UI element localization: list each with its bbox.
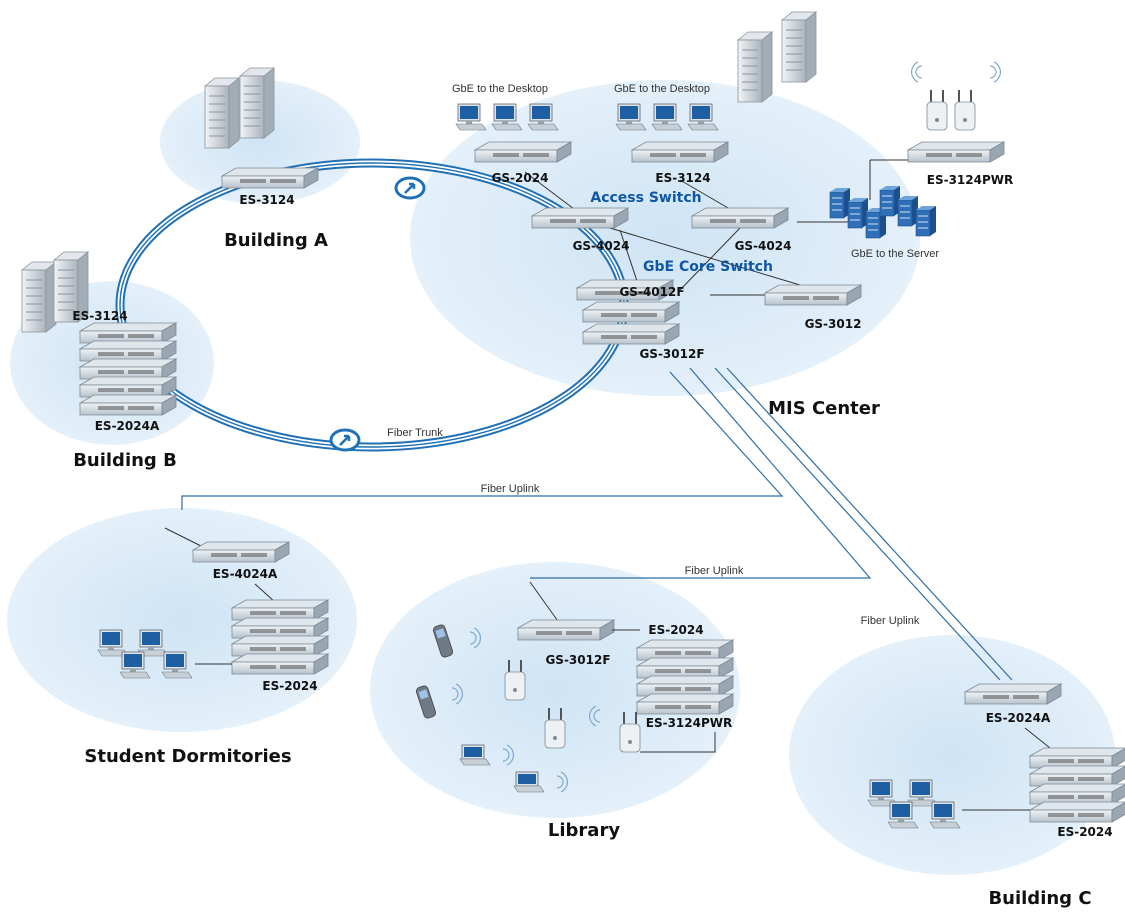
desktop-pc-icon (455, 103, 487, 131)
zone-label-library: Library (548, 820, 620, 841)
switch-icon (1029, 801, 1125, 823)
switch-icon (636, 675, 734, 697)
server-tower-icon (781, 11, 817, 83)
device-label-es3124-a: ES-3124 (239, 193, 294, 207)
device-label-es2024a-c: ES-2024A (986, 711, 1051, 725)
annotation-fiber-trunk: Fiber Trunk (387, 427, 443, 439)
device-label-gs2024: GS-2024 (492, 171, 549, 185)
switch-icon (631, 141, 729, 163)
switch-icon (474, 141, 572, 163)
switch-icon (1029, 765, 1125, 787)
access-point-icon (910, 61, 1002, 131)
switch-icon (231, 635, 329, 657)
switch-icon (1029, 783, 1125, 805)
switch-icon (764, 284, 862, 306)
fiber-uplink-lines (181, 367, 1013, 681)
device-label-gs3012f-mis: GS-3012F (639, 347, 704, 361)
switch-icon (1029, 747, 1125, 769)
switch-icon (231, 653, 329, 675)
switch-icon (79, 340, 177, 362)
device-label-es2024-dorm: ES-2024 (262, 679, 317, 693)
switch-icon (517, 619, 615, 641)
device-label-es2024-lib: ES-2024 (648, 623, 703, 637)
zone-label-building-a: Building A (224, 230, 328, 251)
device-label-gs4012f: GS-4012F (619, 285, 684, 299)
device-label-gs4024-right: GS-4024 (735, 239, 792, 253)
switch-icon (79, 394, 177, 416)
server-tower-icon (21, 261, 57, 333)
annotation-gbe-core-switch: GbE Core Switch (643, 259, 773, 275)
annotation-fiber-uplink-3: Fiber Uplink (861, 615, 920, 627)
switch-icon (231, 617, 329, 639)
switch-icon (221, 167, 319, 189)
device-label-es3124-b: ES-3124 (72, 309, 127, 323)
switch-icon (79, 376, 177, 398)
device-label-es2024-c: ES-2024 (1057, 825, 1112, 839)
server-tower-icon (239, 67, 275, 139)
device-label-es3124pwr-lib: ES-3124PWR (646, 716, 733, 730)
switch-icon (636, 657, 734, 679)
zone-label-building-b: Building B (73, 450, 177, 471)
device-label-gs4024-left: GS-4024 (573, 239, 630, 253)
annotation-gbe-desktop-1: GbE to the Desktop (452, 83, 548, 95)
zone-label-student-dormitories: Student Dormitories (84, 746, 291, 767)
zone-student-dormitories (7, 508, 357, 732)
zone-label-building-c: Building C (988, 888, 1091, 909)
annotation-access-switch: Access Switch (590, 190, 701, 206)
device-label-gs3012: GS-3012 (805, 317, 862, 331)
switch-icon (691, 207, 789, 229)
switch-icon (231, 599, 329, 621)
device-label-es2024a-b: ES-2024A (95, 419, 160, 433)
server-tower-icon (737, 31, 773, 103)
switch-icon (636, 639, 734, 661)
device-label-es4024a: ES-4024A (213, 567, 278, 581)
switch-icon (79, 358, 177, 380)
switch-icon (636, 693, 734, 715)
switch-icon (582, 301, 680, 323)
switch-icon (907, 141, 1005, 163)
ring-arrow-icon (394, 176, 426, 200)
ring-arrow-icon (329, 428, 361, 452)
annotation-gbe-desktop-2: GbE to the Desktop (614, 83, 710, 95)
annotation-fiber-uplink-1: Fiber Uplink (481, 483, 540, 495)
server-tower-icon (204, 77, 240, 149)
switch-icon (531, 207, 629, 229)
zone-label-mis-center: MIS Center (768, 398, 880, 419)
annotation-fiber-uplink-2: Fiber Uplink (685, 565, 744, 577)
switch-icon (582, 323, 680, 345)
switch-icon (79, 322, 177, 344)
device-label-gs3012f-lib: GS-3012F (545, 653, 610, 667)
annotation-gbe-server: GbE to the Server (851, 248, 939, 260)
device-label-es3124-mis: ES-3124 (655, 171, 710, 185)
switch-icon (192, 541, 290, 563)
switch-icon (964, 683, 1062, 705)
device-label-es3124pwr-mis: ES-3124PWR (927, 173, 1014, 187)
